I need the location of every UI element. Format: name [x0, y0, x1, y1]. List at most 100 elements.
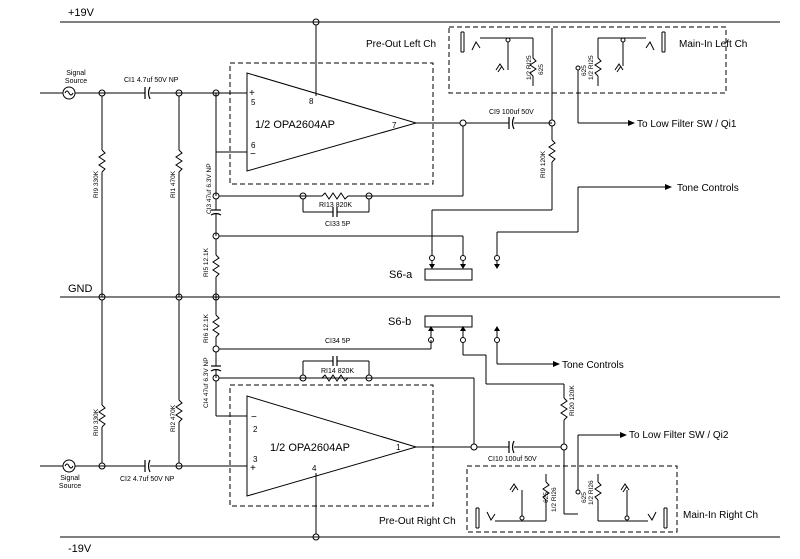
r19-label: RI9 120K	[540, 150, 547, 178]
r26a-value: 625	[543, 492, 550, 503]
r25a-resistor	[529, 57, 537, 77]
opamp-lower-plus: +	[250, 463, 256, 474]
opamp-lower-pin3: 3	[253, 455, 258, 464]
s6a-arrow-3	[494, 264, 500, 269]
s6b-contact-2	[460, 337, 466, 343]
node	[505, 37, 511, 43]
r15-label: RI5 12.1K	[203, 247, 210, 277]
jack-right-mainin-spring	[647, 511, 657, 521]
left-jack-box	[448, 26, 727, 94]
c4-plate-b	[210, 368, 222, 372]
r26a-label: 1/2 RI26	[551, 487, 558, 512]
s6b-contact-3	[494, 337, 500, 343]
signal-source-top-label-2: Source	[65, 78, 87, 85]
node	[459, 119, 467, 127]
c3-label: CI3 47uf 6.3V NP	[206, 163, 213, 214]
r25b-value: 625	[581, 65, 588, 76]
c11-plate-b	[147, 86, 151, 100]
signal-source-bottom-label-1: Signal	[60, 475, 80, 482]
preout-right-label: Pre-Out Right Ch	[379, 516, 456, 527]
r11-resistor	[175, 149, 183, 173]
mainin-right-label: Main-In Right Ch	[683, 510, 758, 521]
s6b-arrow-1	[428, 326, 434, 331]
s6a-contact-2	[460, 255, 466, 261]
to-low-right-arrow	[620, 432, 627, 438]
opamp-lower-triangle	[246, 395, 418, 497]
s6a-arrow-1	[429, 264, 435, 269]
r10-resistor	[98, 404, 106, 428]
c12-label: CI2 4.7uf 50V NP	[120, 476, 175, 483]
r14-label: RI14 820K	[321, 368, 354, 375]
r14-resistor	[321, 374, 349, 382]
ground-icon	[620, 483, 630, 493]
c12-plate-b	[147, 459, 151, 473]
gnd-rail-label: GND	[68, 283, 93, 295]
node	[560, 443, 568, 451]
r25b-label: 1/2 RI25	[588, 55, 595, 80]
node	[575, 65, 581, 71]
c10-plate-b	[511, 440, 515, 454]
node	[519, 515, 525, 521]
r16-label: RI6 12.1K	[203, 313, 210, 343]
opamp-upper-pin7: 7	[392, 121, 397, 130]
r26b-resistor	[594, 481, 602, 501]
s6b-contact-1	[428, 337, 434, 343]
ground-icon	[509, 483, 519, 493]
signal-source-top-wave	[64, 90, 74, 96]
pos-rail-label: +19V	[68, 7, 95, 19]
s6a-label: S6-a	[389, 269, 413, 281]
r26a-resistor	[542, 481, 550, 501]
s6b-arrow-2	[460, 326, 466, 331]
c33-label: CI33 5P	[325, 221, 351, 228]
r11-label: RI1 470K	[170, 170, 177, 198]
tone-top-label: Tone Controls	[677, 183, 739, 194]
opamp-lower-pin4: 4	[312, 464, 317, 473]
ground-icon	[495, 63, 505, 73]
s6a-arrow-2	[460, 264, 466, 269]
r16-resistor	[212, 314, 220, 338]
opamp-upper-minus: −	[250, 149, 256, 160]
r20-resistor	[560, 397, 568, 421]
to-low-left-arrow	[628, 120, 635, 126]
s6b-slider	[424, 315, 473, 328]
opamp-lower-pin1: 1	[396, 443, 401, 452]
mainin-left-label: Main-In Left Ch	[679, 39, 747, 50]
opamp-upper-pin6: 6	[251, 141, 256, 150]
tone-bottom-arrow	[553, 361, 560, 367]
node	[212, 293, 220, 301]
opamp-lower-pin2: 2	[253, 425, 258, 434]
right-jack-box	[466, 465, 678, 533]
jack-right-preout-spring	[486, 511, 496, 521]
neg-rail-label: -19V	[68, 543, 92, 555]
s6b-arrow-3	[494, 326, 500, 331]
r15-resistor	[212, 254, 220, 278]
preout-left-label: Pre-Out Left Ch	[366, 39, 436, 50]
r26b-label: 1/2 RI26	[588, 480, 595, 505]
opamp-upper-triangle	[246, 72, 418, 172]
node	[620, 37, 626, 43]
node	[624, 515, 630, 521]
r13-resistor	[321, 192, 349, 200]
opamp-upper-pin5: 5	[251, 98, 256, 107]
c9-plate-b	[511, 116, 515, 130]
r20-label: RI20 120K	[569, 385, 576, 416]
opamp-upper-pin8: 8	[309, 97, 314, 106]
tone-top-arrow	[665, 184, 672, 190]
r9-label: RI9 330K	[93, 170, 100, 198]
jack-left-mainin-spring	[645, 41, 655, 51]
c11-label: CI1 4.7uf 50V NP	[124, 77, 179, 84]
opamp-lower-name: 1/2 OPA2604AP	[270, 442, 350, 454]
opamp-upper-box	[229, 62, 434, 185]
signal-source-bottom-wave	[64, 463, 74, 469]
s6b-label: S6-b	[388, 316, 411, 328]
ground-icon	[614, 63, 624, 73]
jack-left-preout-spring	[471, 41, 481, 51]
to-low-left-label: To Low Filter SW / Qi1	[637, 119, 737, 130]
r12-resistor	[175, 399, 183, 423]
s6a-contact-3	[494, 255, 500, 261]
to-low-right-label: To Low Filter SW / Qi2	[629, 430, 729, 441]
c3-plate-b	[210, 212, 222, 216]
node	[470, 443, 478, 451]
